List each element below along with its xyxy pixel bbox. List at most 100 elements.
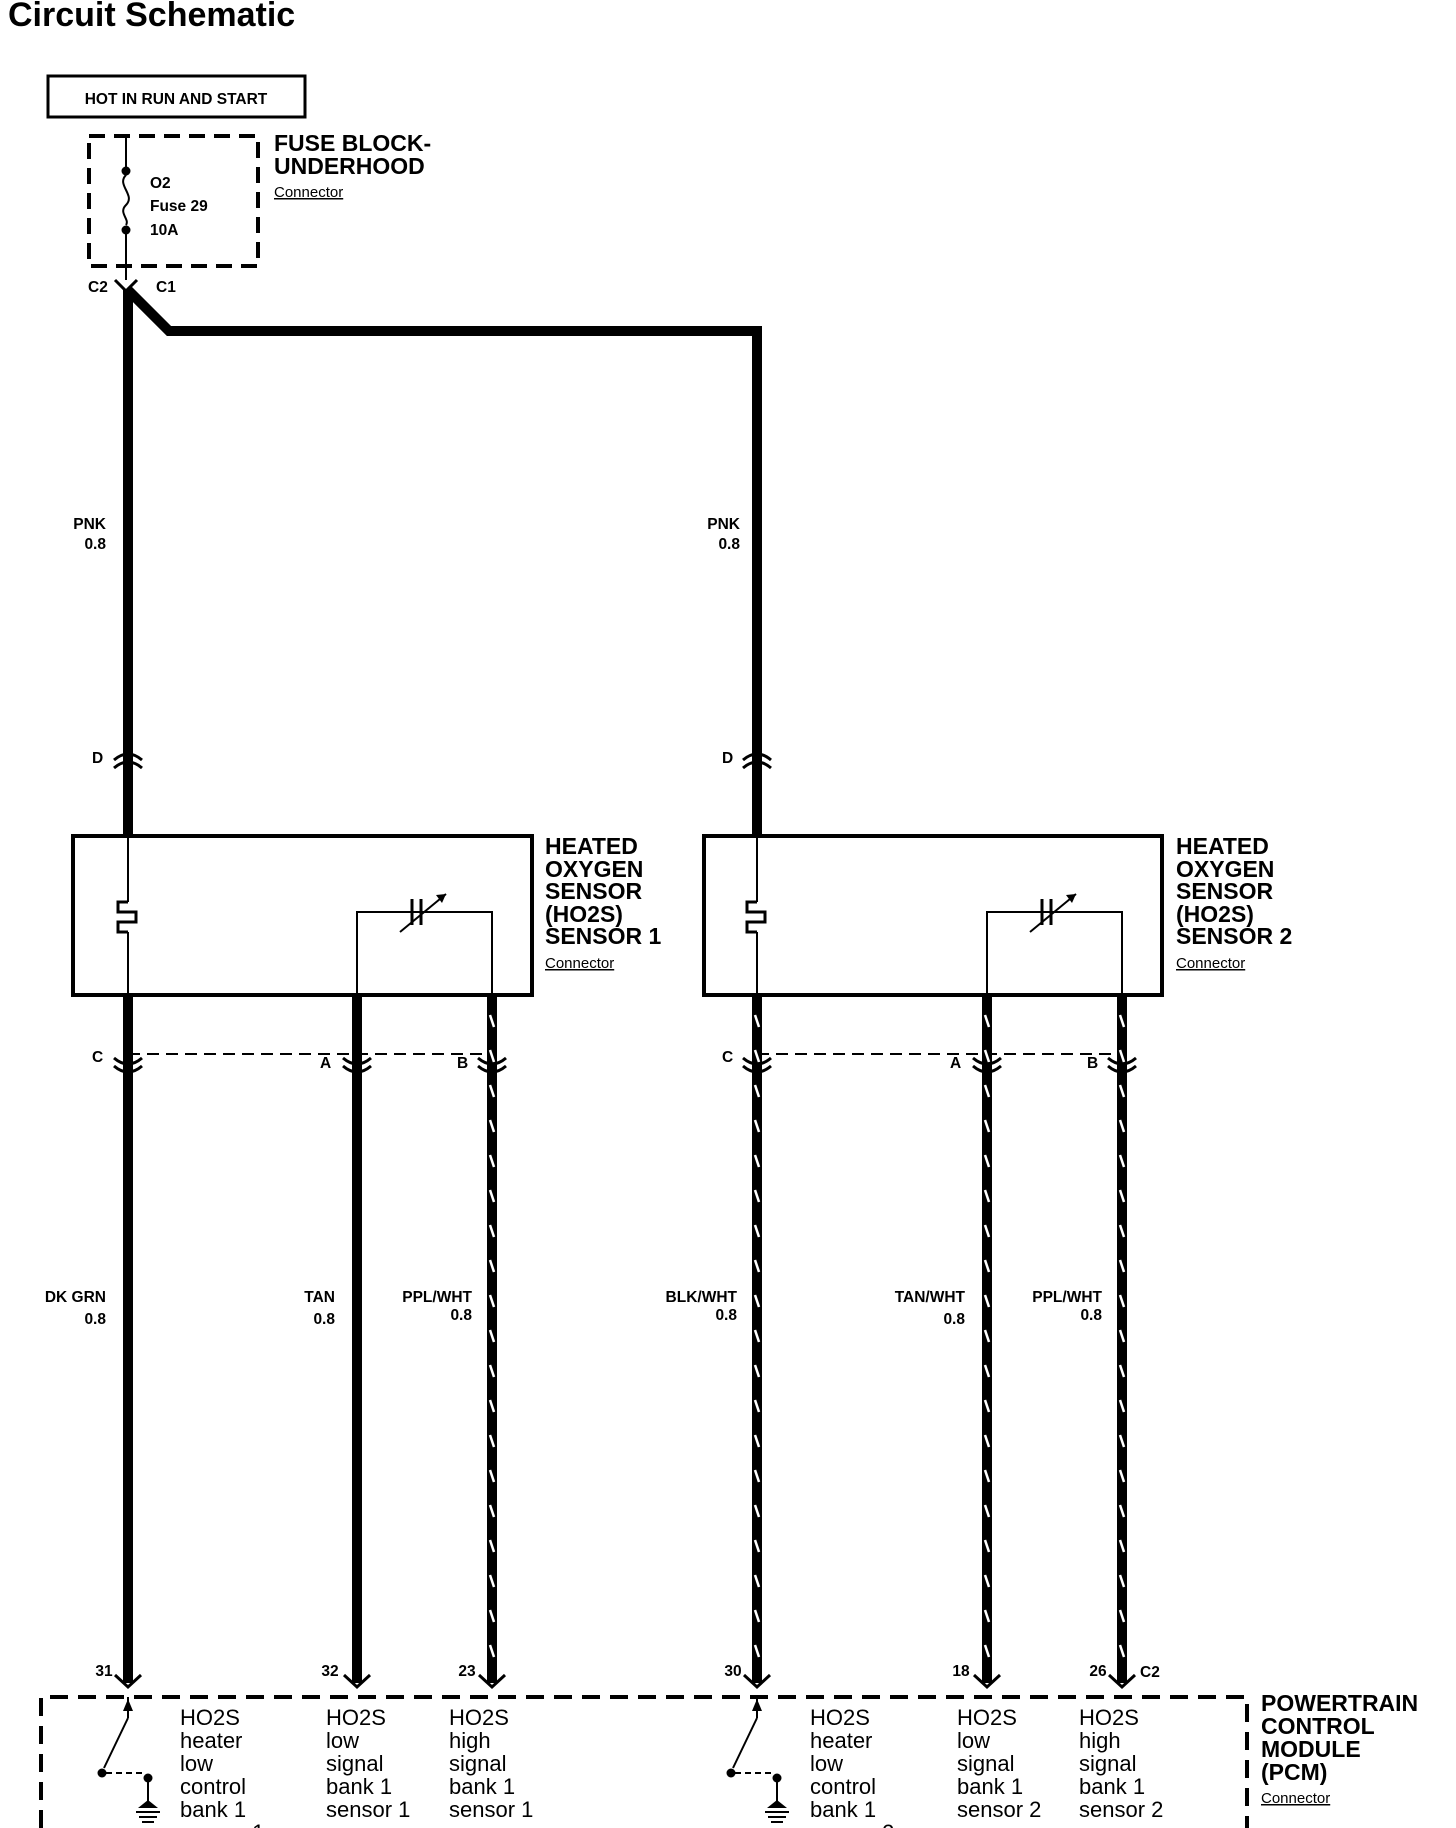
- wire-stripe: [488, 1399, 496, 1413]
- lower-wire-5: [972, 995, 1002, 1690]
- pcm-func-6-line-3: signal: [1079, 1751, 1136, 1776]
- wire-color-tan: TAN: [304, 1289, 335, 1306]
- wire-stripe: [983, 1259, 991, 1273]
- wire-stripe: [753, 1154, 761, 1168]
- pcm-connector-id: C2: [1140, 1664, 1160, 1681]
- wire-stripe: [983, 1539, 991, 1553]
- wire-gauge-pnk-1: 0.8: [84, 536, 106, 553]
- sensor1-box: [71, 834, 534, 997]
- wire-stripe: [1118, 1154, 1126, 1168]
- pin-label-b-sensor1: B: [457, 1055, 468, 1072]
- wire-stripe: [1118, 1294, 1126, 1308]
- pcm-func-3-line-1: HO2S: [449, 1705, 509, 1730]
- pin-label-d-sensor1: D: [92, 750, 103, 767]
- wire-stripe: [983, 1469, 991, 1483]
- lower-wire-4: [742, 995, 772, 1690]
- pcm-func-3-line-2: high: [449, 1728, 491, 1753]
- wire-gauge-tan-wht: 0.8: [943, 1311, 965, 1328]
- pcm-func-2-line-1: HO2S: [326, 1705, 386, 1730]
- pcm-func-1-line-3: low: [180, 1751, 213, 1776]
- pcm-connector-chevron: [342, 1673, 372, 1690]
- wire-stripe: [983, 1504, 991, 1518]
- wire-stripe: [983, 1574, 991, 1588]
- wire-stripe: [983, 1224, 991, 1238]
- pcm-pin-23: 23: [458, 1663, 476, 1680]
- sensor1-name-2: OXYGEN: [545, 856, 643, 882]
- pin-label-c1: C1: [156, 279, 176, 296]
- wire-stripe: [488, 1154, 496, 1168]
- wire-stripe: [983, 1119, 991, 1133]
- connector-d-sensor2: [742, 752, 772, 770]
- pcm-func-1-line-2: heater: [180, 1728, 242, 1753]
- wire-stripe: [1118, 1224, 1126, 1238]
- heater-element-sensor1: [116, 836, 138, 995]
- wire-stripe: [983, 1434, 991, 1448]
- sensor1-name-4: (HO2S): [545, 901, 623, 927]
- fuse-number: Fuse 29: [150, 198, 208, 215]
- wire-gauge-tan: 0.8: [313, 1311, 335, 1328]
- pcm-func-4-line-1: HO2S: [810, 1705, 870, 1730]
- wire-color-pnk-2: PNK: [707, 516, 741, 533]
- arrow-icon: [752, 1699, 762, 1711]
- wire-stripe: [1118, 1469, 1126, 1483]
- wire-stripe: [753, 1049, 761, 1063]
- wire-stripe: [1118, 1539, 1126, 1553]
- wire-stripe: [488, 1574, 496, 1588]
- pcm-name-2: CONTROL: [1261, 1713, 1375, 1739]
- wire-stripe: [983, 1399, 991, 1413]
- wire-stripe: [753, 1469, 761, 1483]
- pin-label-b-sensor2: B: [1087, 1055, 1098, 1072]
- wire-stripe: [1118, 1504, 1126, 1518]
- wire-stripe: [753, 1504, 761, 1518]
- pcm-pin-26: 26: [1089, 1663, 1107, 1680]
- pcm-func-2-line-2: low: [326, 1728, 359, 1753]
- wire-stripe: [488, 1189, 496, 1203]
- wire-stripe: [1118, 1189, 1126, 1203]
- pcm-name-3: MODULE: [1261, 1736, 1361, 1762]
- ground-icon: [767, 1800, 787, 1808]
- pcm-func-5-line-4: bank 1: [957, 1774, 1023, 1799]
- pin-label-c-sensor2: C: [722, 1049, 733, 1066]
- power-source-box: [46, 74, 307, 119]
- pcm-func-1-line-1: HO2S: [180, 1705, 240, 1730]
- wire-stripe: [753, 1609, 761, 1623]
- sensor1-name-3: SENSOR: [545, 878, 643, 904]
- fuse-rating: 10A: [150, 222, 178, 239]
- pcm-func-1-line-6: sensor 1: [180, 1820, 264, 1828]
- pcm-func-5-line-1: HO2S: [957, 1705, 1017, 1730]
- lower-wire-3: [477, 995, 507, 1690]
- wire-stripe: [983, 1364, 991, 1378]
- wire-stripe: [753, 1119, 761, 1133]
- wire-stripe: [488, 1644, 496, 1658]
- wire-stripe: [983, 1609, 991, 1623]
- wire-stripe: [753, 1224, 761, 1238]
- wire-stripe: [753, 1189, 761, 1203]
- pcm-func-5-line-5: sensor 2: [957, 1797, 1041, 1822]
- pin-label-d-sensor2: D: [722, 750, 733, 767]
- pcm-name-1: POWERTRAIN: [1261, 1690, 1418, 1716]
- wire-stripe: [488, 1434, 496, 1448]
- pcm-func-4-line-5: bank 1: [810, 1797, 876, 1822]
- wire-stripe: [983, 1014, 991, 1028]
- fuse-block-name-2: UNDERHOOD: [274, 153, 425, 179]
- pcm-func-4-line-2: heater: [810, 1728, 872, 1753]
- pcm-pin-30: 30: [724, 1663, 741, 1680]
- connector-cup: [477, 1056, 507, 1074]
- wire-color-dk-grn: DK GRN: [45, 1289, 106, 1306]
- pcm-func-4-line-3: low: [810, 1751, 843, 1776]
- wire-color-blk-wht: BLK/WHT: [666, 1289, 738, 1306]
- pcm-pin-18: 18: [952, 1663, 970, 1680]
- lower-wire-6: [1107, 995, 1137, 1690]
- wire-stripe: [488, 1504, 496, 1518]
- pcm-func-6-line-5: sensor 2: [1079, 1797, 1163, 1822]
- wire-stripe: [488, 1294, 496, 1308]
- heater-element-sensor2: [745, 836, 767, 995]
- wire-stripe: [1118, 1574, 1126, 1588]
- connector-cup: [972, 1056, 1002, 1074]
- pcm-connector-label: Connector: [1261, 1790, 1330, 1807]
- wire-color-pnk-1: PNK: [73, 516, 107, 533]
- wire-stripe: [1118, 1119, 1126, 1133]
- pcm-connector-chevron: [972, 1673, 1002, 1690]
- sensor2-name-2: OXYGEN: [1176, 856, 1274, 882]
